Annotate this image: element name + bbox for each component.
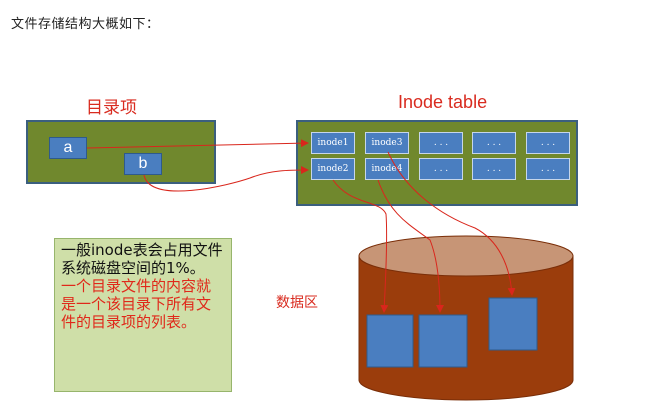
- arrow-inode3-to-block: [387, 151, 516, 296]
- data-block: [366, 314, 414, 368]
- inode-cell-ellipsis: . . .: [526, 132, 570, 154]
- inode-table-label: Inode table: [398, 92, 488, 112]
- inode-cell-ellipsis: . . .: [419, 158, 463, 180]
- data-area-label: 数据区: [276, 295, 318, 311]
- data-block: [418, 314, 468, 368]
- arrow-a-to-inode1: [86, 139, 309, 149]
- inode-cell-inode4: inode4: [365, 158, 409, 180]
- note-box: 一般inode表会占用文件系统磁盘空间的1%。 一个目录文件的内容就是一个该目录…: [54, 238, 232, 392]
- arrow-inode2-to-block: [332, 179, 389, 313]
- directory-entry-a: a: [49, 137, 87, 159]
- note-text-highlight: 一个目录文件的内容就是一个该目录下所有文件的目录项的列表。: [61, 277, 212, 331]
- directory-label: 目录项: [86, 98, 137, 118]
- inode-cell-ellipsis: . . .: [526, 158, 570, 180]
- arrow-b-to-inode2: [143, 166, 309, 192]
- page-heading: 文件存储结构大概如下：: [11, 17, 160, 32]
- inode-cell-inode2: inode2: [311, 158, 355, 180]
- inode-cell-ellipsis: . . .: [472, 158, 516, 180]
- inode-cell-ellipsis: . . .: [472, 132, 516, 154]
- arrow-inode4-to-block: [377, 179, 444, 313]
- note-text: 一般inode表会占用文件系统磁盘空间的1%。: [61, 241, 223, 277]
- inode-cell-inode1: inode1: [311, 132, 355, 154]
- data-block: [488, 297, 538, 351]
- directory-entry-b: b: [124, 153, 162, 175]
- inode-cell-ellipsis: . . .: [419, 132, 463, 154]
- inode-cell-inode3: inode3: [365, 132, 409, 154]
